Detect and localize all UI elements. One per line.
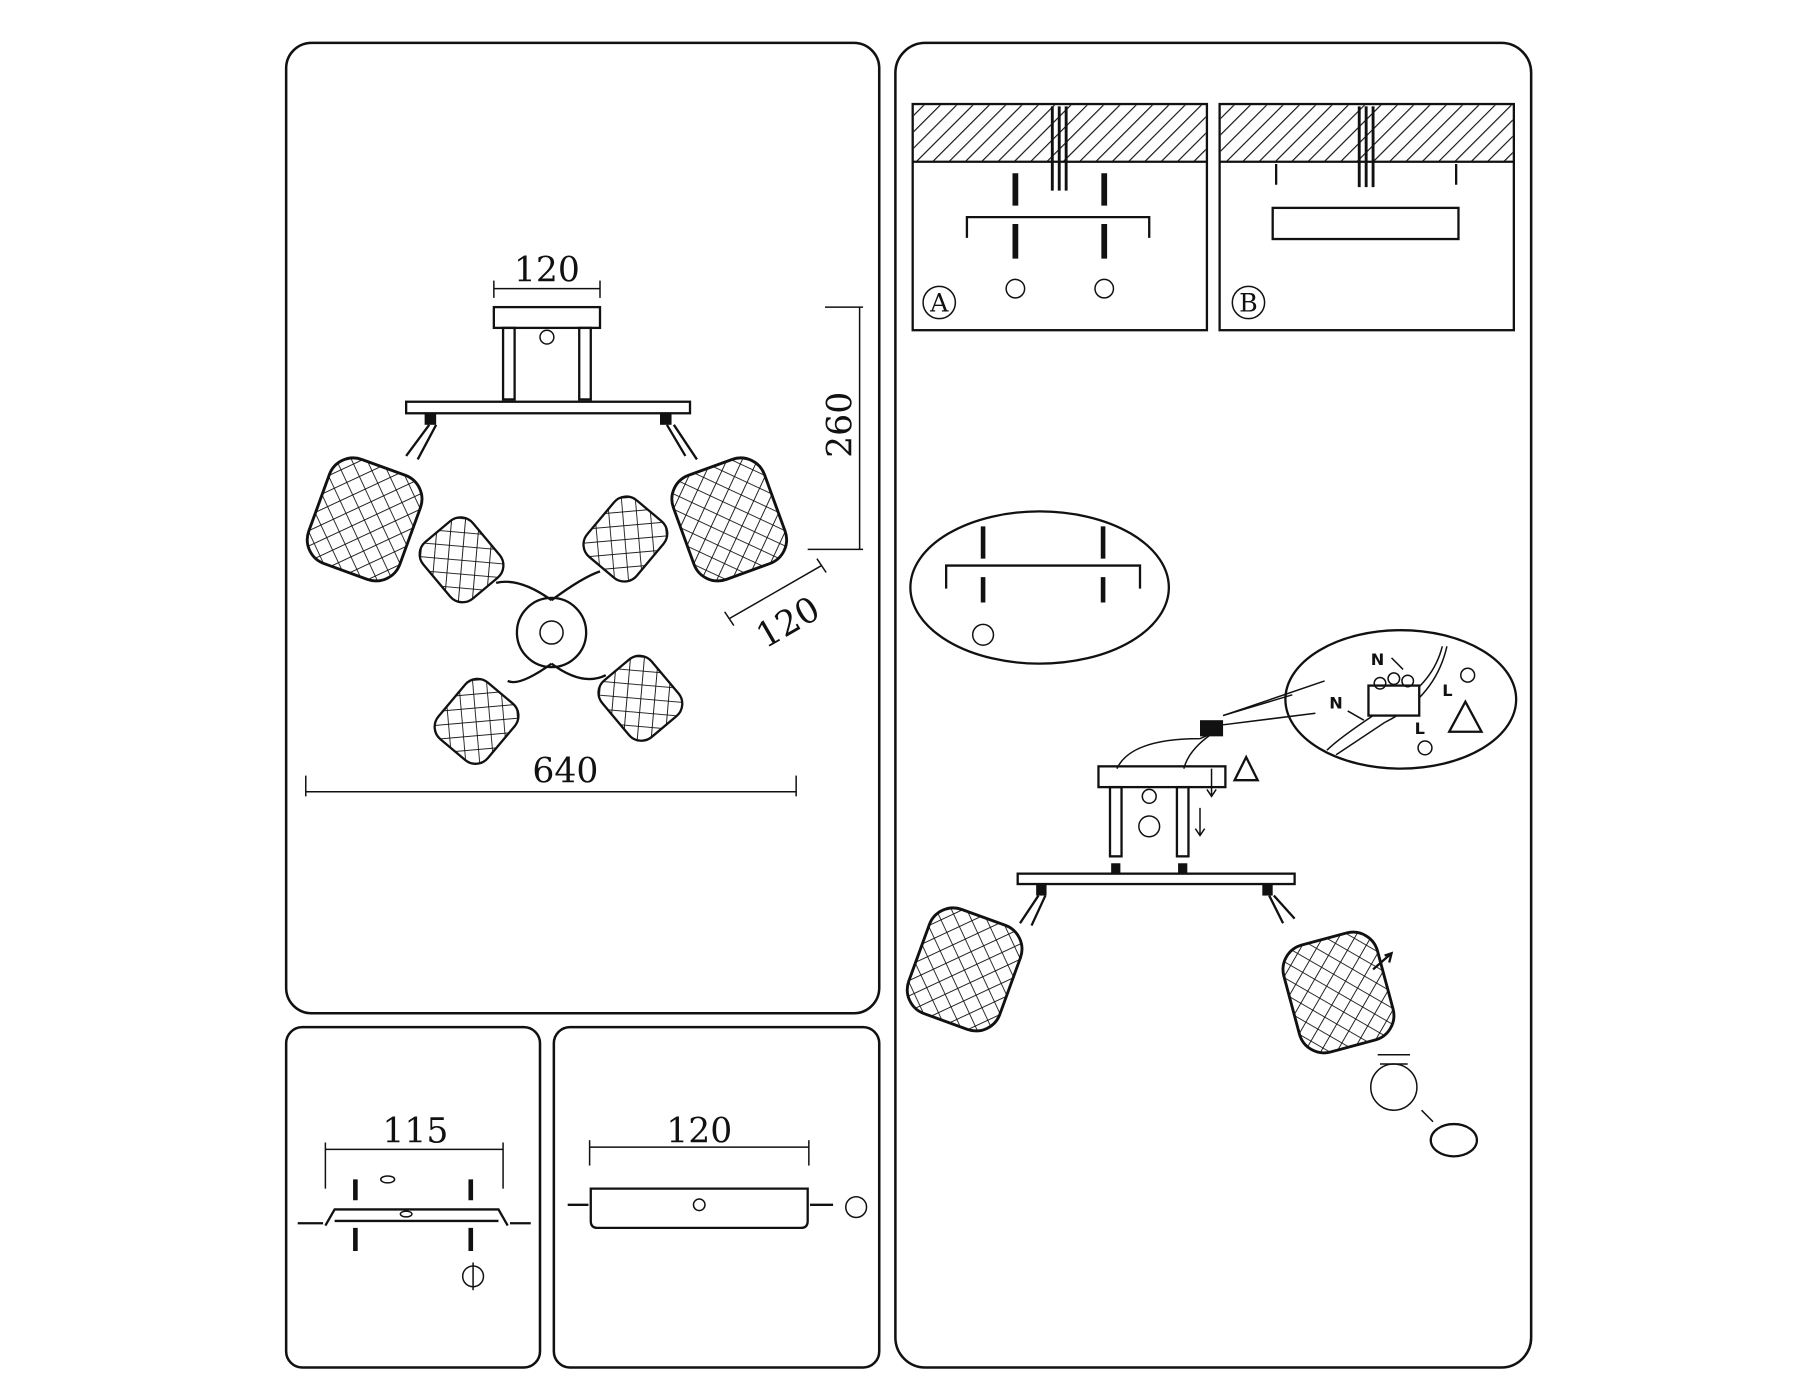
installed-fixture: [898, 680, 1479, 1158]
option-b-label: B: [1239, 288, 1258, 318]
depth-dimension-line: [723, 558, 827, 626]
installation-panel: [894, 41, 1533, 1369]
canopy-width-detail-dimension: 120: [666, 1112, 732, 1152]
height-dimension-line: [807, 306, 864, 551]
canopy-drawing: [567, 1140, 868, 1230]
canopy-width-dimension: 120: [514, 251, 580, 291]
fixture-top-view: [411, 488, 691, 772]
wiring-live-label-1: L: [1442, 681, 1452, 700]
overview-panel: [284, 41, 881, 1015]
option-a-label: A: [929, 288, 949, 318]
wiring-neutral-label-2: N: [1329, 694, 1343, 713]
wiring-live-label-2: L: [1415, 719, 1425, 738]
bracket-panel: [284, 1025, 542, 1369]
height-dimension: 260: [821, 392, 861, 458]
canopy-panel: [552, 1025, 881, 1369]
mounting-option-b: [1218, 102, 1515, 332]
mounting-option-a: [911, 102, 1209, 332]
wiring-neutral-label-1: N: [1371, 650, 1385, 669]
fixture-front-view: [298, 280, 796, 590]
total-width-dimension: 640: [532, 751, 598, 791]
wiring-detail: [1222, 629, 1518, 770]
bracket-drawing: [297, 1142, 531, 1291]
total-width-dimension-line: [305, 775, 797, 797]
bracket-screw-detail: [909, 510, 1170, 665]
bracket-width-dimension: 115: [382, 1112, 448, 1152]
